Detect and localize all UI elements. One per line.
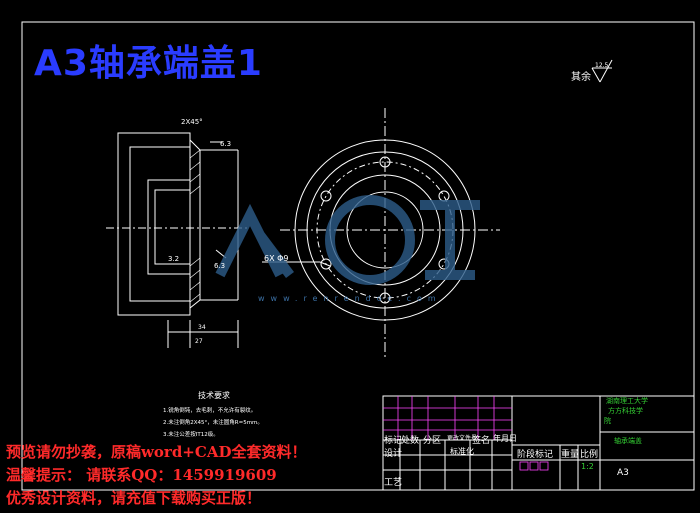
ad-line: 预览请勿抄袭，原稿word+CAD全套资料！ — [6, 443, 307, 461]
dim-27: 27 — [195, 338, 203, 345]
part-name: 轴承端盖 — [614, 437, 642, 445]
row-label-change: 更改文件号 — [447, 435, 478, 442]
dim-3-2: 3.2 — [168, 255, 180, 263]
standard-label: 标准化 — [450, 447, 474, 456]
dim-34: 34 — [198, 324, 206, 331]
row-label-count: 处数 — [401, 436, 420, 446]
roughness-value: 12.5 — [595, 62, 609, 69]
chamfer-dim: 6.3 — [220, 140, 232, 148]
notes-line: 1.锐角倒钝，去毛刺，不允许有裂纹。 — [163, 408, 257, 414]
dept-name: 方方科技学 — [608, 407, 643, 415]
roughness-label: 其余 — [571, 72, 591, 83]
notes-line: 3.未注公差按IT12级。 — [163, 432, 219, 438]
dim-6-3: 6.3 — [214, 262, 226, 270]
drawing-title: A3轴承端盖1 — [34, 43, 263, 84]
front-view — [280, 108, 500, 360]
section-view — [106, 132, 250, 348]
chamfer-label: 2X45° — [181, 118, 203, 126]
design-label: 设计 — [384, 449, 403, 459]
hole-spec: 6X Φ9 — [264, 254, 289, 263]
row-label-sign: 签名 — [472, 436, 491, 446]
row-label-zone: 分区 — [423, 436, 442, 446]
watermark-site: www.renrendoc.com — [258, 294, 442, 303]
row-label-date: 年月日 — [493, 434, 517, 443]
notes-line: 2.未注倒角2X45°，未注圆角R=5mm。 — [163, 420, 263, 426]
ad-line: 温馨提示： 请联系QQ：1459919609 — [6, 466, 277, 484]
title-block-grid — [382, 395, 695, 491]
stage-label: 阶段标记 — [517, 450, 554, 460]
drawing-border — [21, 21, 695, 491]
section-hatching — [189, 149, 201, 303]
notes-heading: 技术要求 — [198, 391, 230, 400]
scale-value: 1:2 — [581, 462, 594, 471]
weight-label: 重量 — [561, 450, 580, 460]
school-name: 湖南理工大学 — [606, 397, 648, 405]
row-label-mark: 标记 — [384, 436, 403, 446]
dept-name-2: 院 — [604, 417, 611, 425]
scale-label: 比例 — [580, 450, 599, 460]
title-block-marks — [383, 396, 549, 471]
roughness-symbol — [591, 59, 613, 83]
ad-line: 优秀设计资料，请充值下载购买正版！ — [6, 489, 262, 507]
sheet-size: A3 — [617, 468, 629, 478]
process-label: 工艺 — [384, 478, 403, 488]
